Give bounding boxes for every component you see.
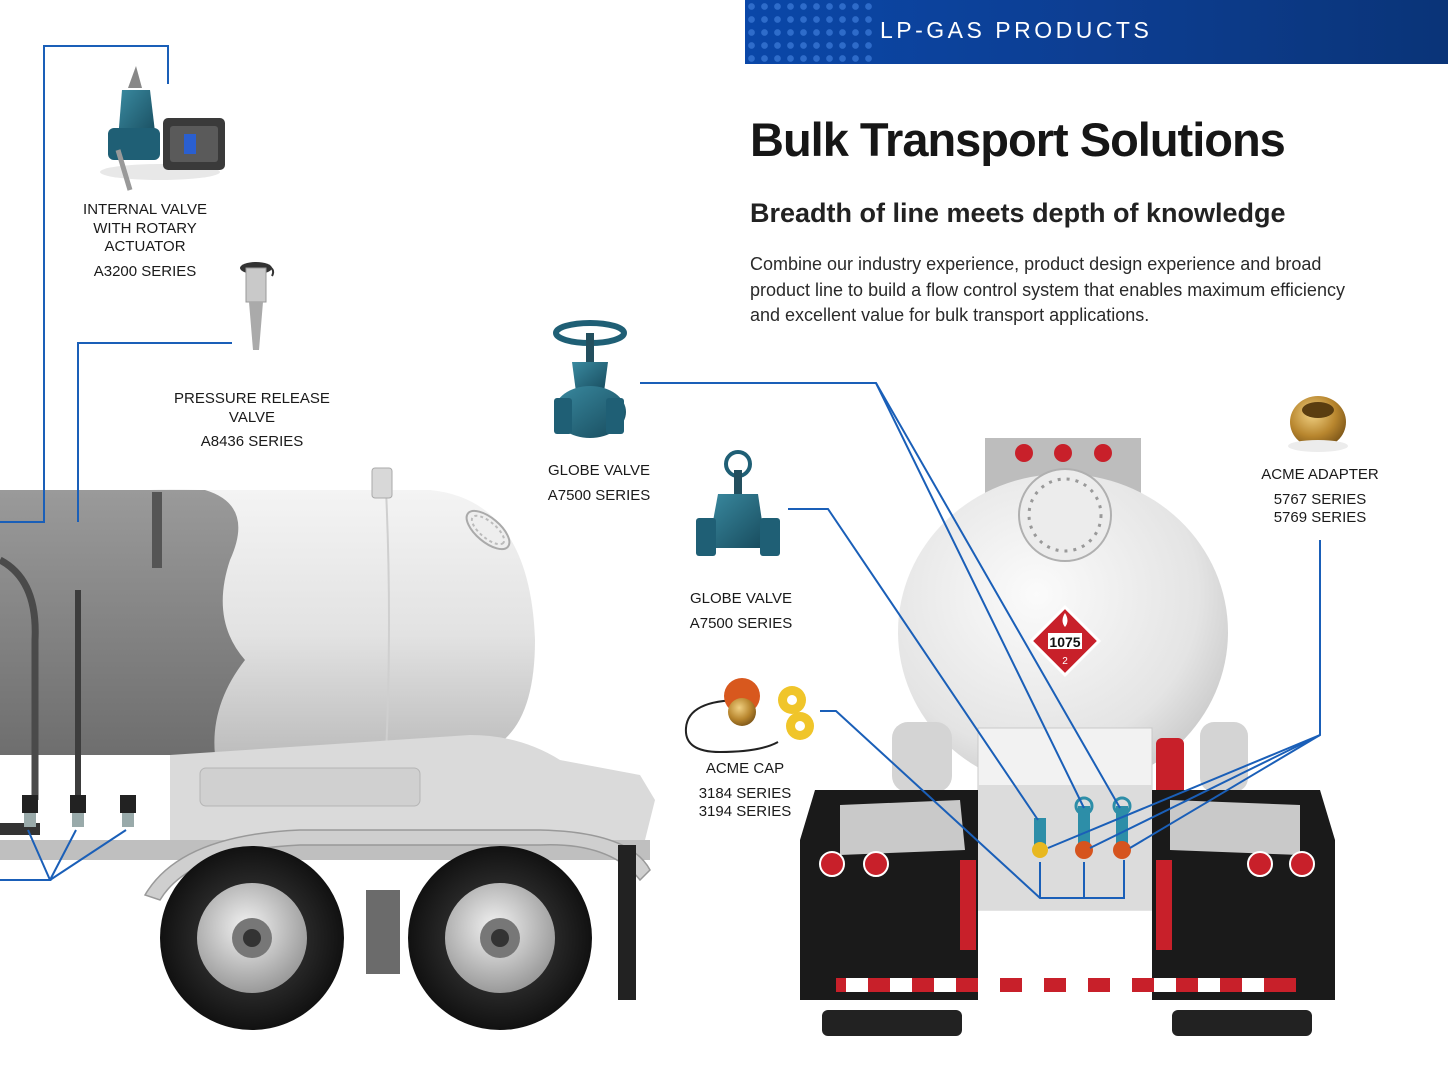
pressure-release-valve-image [240,262,275,350]
side-tank [892,722,952,792]
tail-light [1289,851,1315,877]
rear-tires-right [1172,1010,1312,1036]
product-series: 3184 SERIES [698,784,792,802]
product-name: PRESSURE RELEASE [174,390,330,407]
axle-bracket [366,890,400,974]
tail-light [1247,851,1273,877]
tail-light [819,851,845,877]
acme-cap-image [684,678,814,754]
placard-un-number: 1075 [1049,634,1080,650]
label-globe-valve-1: GLOBE VALVE A7500 SERIES [540,462,658,505]
internal-pipe [0,556,39,800]
reflective-stripe-white [846,978,1264,992]
side-tank [1200,722,1248,792]
label-acme-cap: ACME CAP 3184 SERIES 3194 SERIES [690,760,800,822]
leader-pressure-release [77,342,232,522]
acme-adapter-image [1288,396,1348,452]
side-toolbox [199,767,421,807]
mud-flap [618,845,636,1000]
product-series: A7500 SERIES [547,486,651,504]
label-internal-valve: INTERNAL VALVE WITH ROTARY ACTUATOR A320… [70,201,220,281]
wheel-front [160,846,344,1030]
label-acme-adapter: ACME ADAPTER 5767 SERIES 5769 SERIES [1255,466,1385,528]
leader-lines [0,45,1321,899]
product-name: ACTUATOR [104,238,186,255]
leader-internal-valve [0,45,169,523]
header-banner: LP-GAS PRODUCTS [745,0,1448,64]
tank-cutaway [0,490,245,755]
label-globe-valve-2: GLOBE VALVE A7500 SERIES [682,590,800,633]
product-series: A8436 SERIES [200,433,304,450]
label-pressure-release-valve: PRESSURE RELEASE VALVE A8436 SERIES [168,390,336,452]
product-series: A3200 SERIES [93,262,197,280]
marker-light [1015,444,1033,462]
fire-extinguisher [1156,738,1184,802]
fender-right [1170,800,1300,855]
product-series: A7500 SERIES [689,614,793,632]
page-subtitle: Breadth of line meets depth of knowledge [750,198,1286,228]
product-name: GLOBE VALVE [690,590,792,607]
fender-left [840,800,965,855]
globe-valve-large-image [553,320,627,438]
reflector-vertical [960,860,976,950]
internal-valve-actuator-image [100,66,225,191]
banner-title: LP-GAS PRODUCTS [880,17,1153,43]
product-name: WITH ROTARY [93,219,197,237]
cabinet-valves [1032,796,1132,859]
product-series: 3194 SERIES [698,803,792,820]
product-name: ACME ADAPTER [1261,466,1379,483]
rear-manway [465,509,511,551]
globe-valve-small-image [696,450,780,556]
tank-fitting [371,467,393,499]
hazmat-placard: 1075 2 [1028,604,1102,678]
tank-seam [385,489,390,756]
tail-light [863,851,889,877]
product-name: GLOBE VALVE [548,462,650,479]
marker-light [1054,444,1072,462]
page-title: Bulk Transport Solutions [750,113,1286,166]
product-series: 5769 SERIES [1273,509,1367,526]
leader-globe-valve-2 [788,508,1039,821]
side-valve-manifold [22,795,136,827]
intro-paragraph: Combine our industry experience, product… [750,254,1345,325]
product-name: ACME CAP [705,760,785,777]
wheel-rear [408,846,592,1030]
rear-tires-left [822,1010,962,1036]
internal-dip-tube [152,492,162,568]
product-name: INTERNAL VALVE [83,201,207,218]
banner-dot-pattern [745,0,875,64]
product-series: 5767 SERIES [1273,490,1367,508]
product-name: VALVE [228,408,276,426]
rear-view-truck: 1075 2 [800,438,1335,1036]
manway-bolts [1027,477,1103,553]
rear-manway-cover [1018,468,1112,562]
side-view-truck [0,467,655,1030]
reflector-vertical [1156,860,1172,950]
placard-hazard-class: 2 [1062,656,1068,667]
marker-light [1094,444,1112,462]
